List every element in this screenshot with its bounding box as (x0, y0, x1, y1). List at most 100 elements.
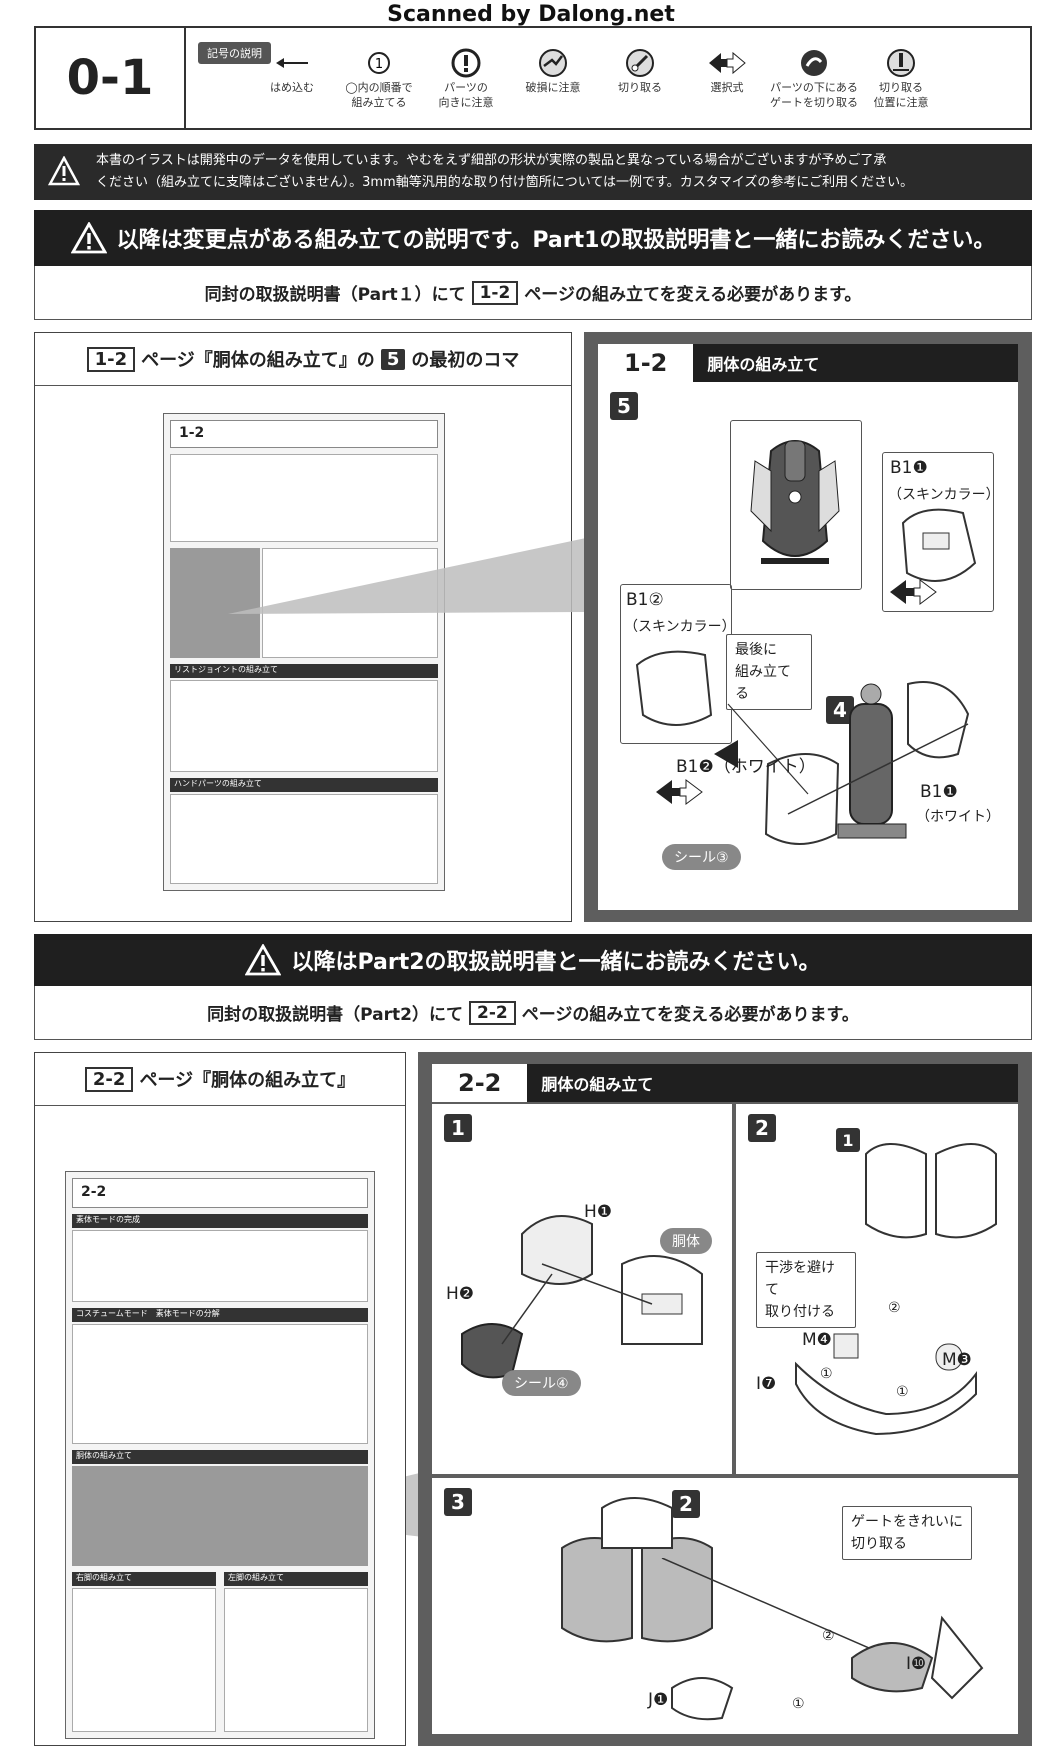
thumb-section-title: 素体モードの完成 (72, 1214, 368, 1228)
thumb-section-title: リストジョイントの組み立て (170, 664, 438, 678)
body-label: 胴体 (660, 1228, 712, 1254)
title-text: の最初のコマ (411, 350, 520, 371)
detail-page-number: 2-2 (432, 1064, 528, 1102)
watermark-text: Scanned by Dalong.net (387, 2, 675, 27)
thumb-panel (72, 1588, 216, 1732)
step-number: 3 (444, 1488, 472, 1516)
step-ref-2: 2 (672, 1490, 700, 1518)
notice-line-1: 本書のイラストは開発中のデータを使用しています。やむをえず細部の形状が実際の製品… (96, 153, 887, 168)
avoid-interference-note: 干渉を避けて 取り付ける (756, 1252, 856, 1328)
legend-symbol: はめ込む (246, 46, 338, 95)
legend-symbol-label: 位置に注意 (873, 96, 929, 109)
thumb-panel (72, 1324, 368, 1444)
section2-left-title: 2-2 ページ『胴体の組み立て』 (35, 1053, 405, 1106)
subline-page-box: 1-2 (471, 280, 519, 305)
gate-cut-icon (768, 46, 860, 80)
seal-label: シール③ (662, 844, 741, 870)
cut-icon (594, 46, 686, 80)
label-h1: H❶ (584, 1202, 613, 1222)
thumb-panel (72, 1230, 368, 1302)
title-text: ページ『胴体の組み立て』の (141, 350, 375, 371)
thumb-section-title: コスチュームモード 素体モードの分解 (72, 1308, 368, 1322)
legend-symbol-label: ◯内の順番で (345, 81, 413, 94)
step-number: 1 (444, 1114, 472, 1142)
page-ref-box: 2-2 (84, 1066, 134, 1092)
thumb-header: 2-2 (72, 1178, 368, 1208)
legend-symbol: 破損に注意 (507, 46, 599, 95)
legend-symbol: パーツの下にあるゲートを切り取る (768, 46, 860, 110)
torso-part-illustration (730, 420, 862, 590)
order-number: ② (822, 1628, 835, 1644)
cut-position-icon (855, 46, 947, 80)
thumb-step4 (170, 454, 438, 542)
broken-part-icon (507, 46, 599, 80)
label-h2: H❷ (446, 1284, 475, 1304)
legend-symbol: 切り取る位置に注意 (855, 46, 947, 110)
section2-banner-text: 以降はPart2の取扱説明書と一緒にお読みください。 (291, 950, 821, 975)
legend-symbol: 選択式 (681, 46, 773, 95)
detail-step-2: 2 1 干渉を避けて 取り付ける ② M❹ M❸ I❼ ① ① (736, 1104, 1018, 1474)
step-number: 5 (610, 392, 638, 420)
section1-banner: 以降は変更点がある組み立ての説明です。Part1の取扱説明書と一緒にお読みくださ… (34, 210, 1032, 266)
arrow-left-icon (246, 46, 338, 80)
svg-text:1: 1 (375, 57, 383, 72)
section2-detail-panel: 2-2 胴体の組み立て 1 H❶ H❷ 胴体 シール④ 2 1 (418, 1052, 1032, 1746)
step-ref-4: 4 (826, 696, 854, 724)
notice-line-2: ください（組み立てに支障はございません）。3mm軸等汎用的な取り付け箇所について… (96, 175, 914, 190)
notice-bar: 本書のイラストは開発中のデータを使用しています。やむをえず細部の形状が実際の製品… (34, 144, 1032, 200)
thumb-body-assembly-highlight (72, 1466, 368, 1566)
warning-icon (70, 222, 107, 254)
circled-number-icon: 1 (333, 46, 425, 80)
label-white-color: （ホワイト） (916, 809, 1000, 825)
thumb-section-title: 右脚の組み立て (72, 1572, 216, 1586)
label-m3: M❸ (942, 1350, 972, 1370)
label-i7: I❼ (756, 1374, 777, 1394)
label-j1: J❶ (648, 1690, 669, 1710)
assemble-last-note: 最後に 組み立てる (726, 634, 812, 710)
step3-hips-illustration (561, 1497, 713, 1643)
thumb-wrist-joint (170, 680, 438, 772)
legend-label: 記号の説明 (198, 42, 271, 64)
detail-step-3: 3 2 ゲートをきれいに 切り取る ② ① I❿ J❶ (432, 1478, 1018, 1734)
legend-symbol-label: 向きに注意 (438, 96, 494, 109)
legend-symbol: パーツの向きに注意 (420, 46, 512, 110)
double-arrow-icon (890, 579, 937, 605)
label-i10: I❿ (906, 1654, 927, 1674)
legend-symbol: 切り取る (594, 46, 686, 95)
step1-illustration (461, 1215, 703, 1379)
exclamation-circle-icon (420, 46, 512, 80)
thumb-section-title: 胴体の組み立て (72, 1450, 368, 1464)
title-text: ページ『胴体の組み立て』 (139, 1070, 356, 1091)
section1-banner-text: 以降は変更点がある組み立ての説明です。Part1の取扱説明書と一緒にお読みくださ… (116, 228, 996, 253)
legend-symbol-label: 切り取る (618, 81, 662, 94)
detail-step-1: 1 H❶ H❷ 胴体 シール④ (432, 1104, 732, 1474)
legend-symbol: 1 ◯内の順番で組み立てる (333, 46, 425, 110)
seal-label: シール④ (502, 1370, 581, 1396)
order-number: ① (820, 1366, 833, 1382)
order-number: ② (888, 1300, 901, 1316)
page-ref-box: 1-2 (86, 346, 136, 372)
legend-symbol-label: ゲートを切り取る (770, 96, 858, 109)
label-b1-2-skin: B1② (626, 590, 664, 610)
thumb-section-title: 左脚の組み立て (224, 1572, 368, 1586)
thumb-panel (224, 1588, 368, 1732)
legend-symbol-label: 組み立てる (351, 96, 407, 109)
order-number: ① (896, 1384, 909, 1400)
section2-banner: 以降はPart2の取扱説明書と一緒にお読みください。 (34, 934, 1032, 986)
label-b1-2-white: B1❷（ホワイト） (676, 757, 816, 777)
legend-symbol-label: 選択式 (710, 81, 744, 94)
subline-text: 同封の取扱説明書（Part１）にて (204, 285, 466, 305)
section2-left-panel: 2-2 ページ『胴体の組み立て』 2-2 素体モードの完成 コスチュームモード … (34, 1052, 406, 1746)
label-b1-1-white: B1❶ (920, 782, 958, 802)
label-skin-color: （スキンカラー） (624, 619, 736, 635)
thumb-section-title: ハンドパーツの組み立て (170, 778, 438, 792)
subline-text: ページの組み立てを変える必要があります。 (521, 1005, 859, 1025)
double-arrow-icon (681, 46, 773, 80)
subline-text: 同封の取扱説明書（Part2）にて (207, 1005, 463, 1025)
legend-symbol-label: パーツの下にある (770, 81, 858, 94)
thumb-hand-parts (170, 794, 438, 884)
detail-title: 胴体の組み立て (707, 355, 820, 374)
section1-left-title: 1-2 ページ『胴体の組み立て』の 5 の最初のコマ (35, 333, 571, 386)
label-b1-1-skin: B1❶ (890, 458, 928, 478)
